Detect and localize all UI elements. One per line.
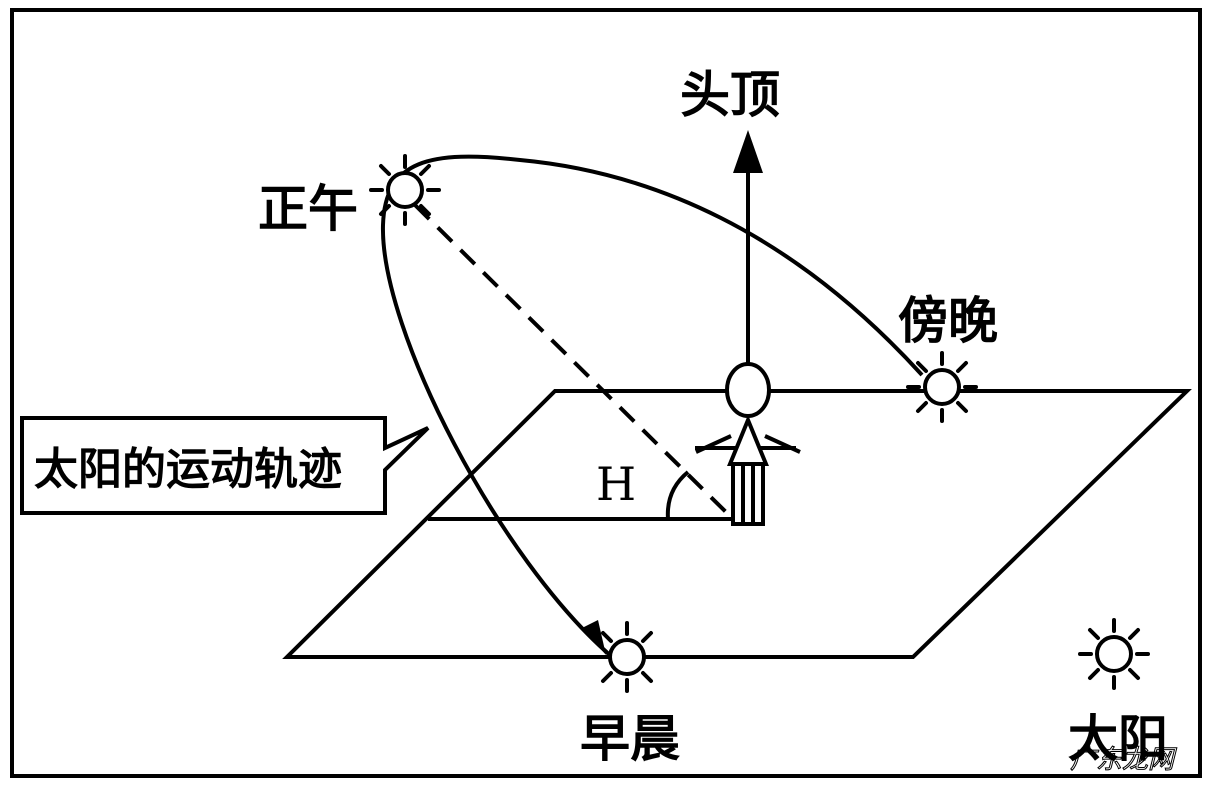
zenith-label: 头顶 [680,66,780,124]
watermark-text: 广东龙网 [1070,745,1177,775]
evening-label: 傍晚 [898,292,998,350]
legend-sun-label: 太阳 [1068,710,1168,768]
noon-label: 正午 [258,180,358,238]
sun-path-arrowhead-icon [582,620,606,655]
outer-frame [10,8,1202,778]
sun-path-callout-label: 太阳的运动轨迹 [34,444,342,495]
ground-plane [282,389,1192,659]
noon-sun-icon [369,154,441,226]
zenith-arrow-icon [733,130,763,372]
sun-path-curve [380,154,924,658]
altitude-angle-label: H [596,457,636,511]
sun-path-callout [20,416,430,515]
altitude-angle-arc [665,470,690,520]
sun-ray-dashed [413,203,732,518]
morning-sun-icon [591,621,663,693]
legend-sun-icon [1078,618,1150,690]
evening-sun-icon [906,351,978,423]
morning-label: 早晨 [580,710,680,768]
person-icon [695,362,801,526]
